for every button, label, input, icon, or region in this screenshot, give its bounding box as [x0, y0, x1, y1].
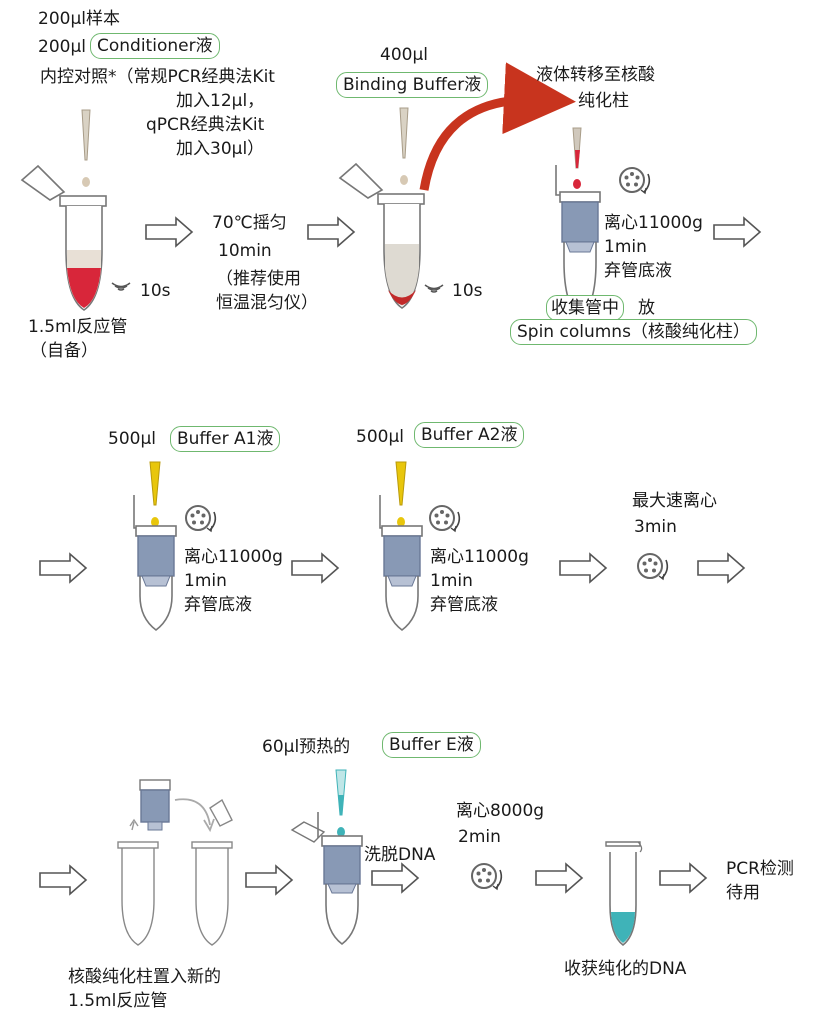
buffer-a2-volume-label: 500µl	[356, 427, 404, 447]
centrifuge-speed-label: 离心8000g	[456, 801, 545, 821]
centrifuge-icon	[185, 505, 217, 532]
discard-label: 弃管底液	[604, 261, 672, 281]
centrifuge-speed-label: 离心11000g	[604, 213, 703, 233]
internal-control-label: qPCR经典法Kit	[146, 115, 265, 135]
buffer-a1-label: Buffer A1液	[170, 426, 281, 452]
tube-label: 1.5ml反应管	[28, 317, 128, 337]
centrifuge-time-label: 1min	[604, 237, 647, 257]
vortex-time-label: 10s	[140, 281, 171, 301]
spin-columns-label: Spin columns（核酸纯化柱）	[510, 319, 757, 345]
max-speed-label: 最大速离心	[632, 491, 717, 511]
arrow-icon	[39, 865, 87, 895]
pcr-label: PCR检测	[726, 859, 794, 879]
buffer-e-label: Buffer E液	[382, 732, 481, 758]
vortex-icon	[424, 284, 444, 293]
discard-label: 弃管底液	[184, 595, 252, 615]
binding-buffer-label: Binding Buffer液	[336, 72, 489, 98]
conditioner-reagent-label: Conditioner液	[90, 33, 220, 59]
centrifuge-icon	[471, 863, 503, 890]
pipette-tip-icon	[572, 127, 582, 189]
arrow-icon	[535, 863, 583, 893]
place-label: 放	[638, 298, 655, 318]
tube-label: （自备）	[30, 341, 98, 361]
arrow-icon	[307, 217, 355, 247]
transfer-label: 纯化柱	[578, 91, 629, 111]
shake-label: 70℃摇匀	[212, 213, 287, 233]
new-tube-caption: 核酸纯化柱置入新的	[68, 967, 221, 987]
arrow-icon	[371, 863, 419, 893]
centrifuge-time-label: 1min	[430, 571, 473, 591]
transfer-arrow-icon	[419, 62, 576, 191]
arrow-icon	[39, 553, 87, 583]
spin-column-icon	[290, 812, 363, 946]
shake-note-label: （推荐使用	[216, 269, 301, 289]
arrow-icon	[559, 553, 607, 583]
arrow-icon	[291, 553, 339, 583]
centrifuge-icon	[637, 553, 669, 580]
centrifuge-speed-label: 离心11000g	[184, 547, 283, 567]
centrifuge-icon	[429, 505, 461, 532]
pipette-tip-icon	[81, 109, 91, 187]
arrow-icon	[659, 863, 707, 893]
harvest-label: 收获纯化的DNA	[564, 959, 687, 979]
transfer-label: 液体转移至核酸	[536, 65, 655, 85]
shake-note-label: 恒温混匀仪）	[216, 293, 318, 313]
buffer-e-volume-label: 60µl预热的	[262, 737, 351, 757]
sample-volume-label: 200µl样本	[38, 9, 120, 29]
pipette-tip-icon	[149, 461, 161, 527]
centrifuge-time-label: 2min	[458, 827, 501, 847]
elute-label: 洗脱DNA	[364, 845, 436, 865]
collection-tube-label: 收集管中	[546, 295, 624, 321]
collection-tube-icon	[605, 841, 643, 947]
column-transfer-icon	[117, 779, 233, 946]
spin-column-icon	[379, 495, 423, 632]
internal-control-label: 加入12µl，	[176, 91, 265, 111]
arrow-icon	[697, 553, 745, 583]
internal-control-label: 加入30µl）	[176, 139, 265, 159]
binding-volume-label: 400µl	[380, 45, 428, 65]
vortex-icon	[111, 282, 131, 291]
arrow-icon	[145, 217, 193, 247]
new-tube-caption: 1.5ml反应管	[68, 991, 168, 1011]
buffer-a2-label: Buffer A2液	[414, 422, 525, 448]
arrow-icon	[713, 217, 761, 247]
buffer-a1-volume-label: 500µl	[108, 429, 156, 449]
arrow-icon	[245, 865, 293, 895]
pipette-tip-icon	[395, 461, 407, 527]
centrifuge-speed-label: 离心11000g	[430, 547, 529, 567]
internal-control-label: 内控对照*（常规PCR经典法Kit	[40, 67, 275, 87]
centrifuge-time-label: 1min	[184, 571, 227, 591]
spin-column-icon	[133, 495, 177, 632]
conditioner-volume-label: 200µl	[38, 37, 86, 57]
centrifuge-time-label: 3min	[634, 517, 677, 537]
pcr-label: 待用	[726, 883, 760, 903]
reaction-tube-icon	[20, 164, 107, 311]
discard-label: 弃管底液	[430, 595, 498, 615]
shake-time-label: 10min	[218, 241, 272, 261]
centrifuge-icon	[619, 167, 651, 194]
pipette-tip-icon	[335, 769, 347, 837]
reaction-tube-icon	[338, 162, 425, 309]
vortex-time-label: 10s	[452, 281, 483, 301]
pipette-tip-icon	[399, 107, 409, 185]
